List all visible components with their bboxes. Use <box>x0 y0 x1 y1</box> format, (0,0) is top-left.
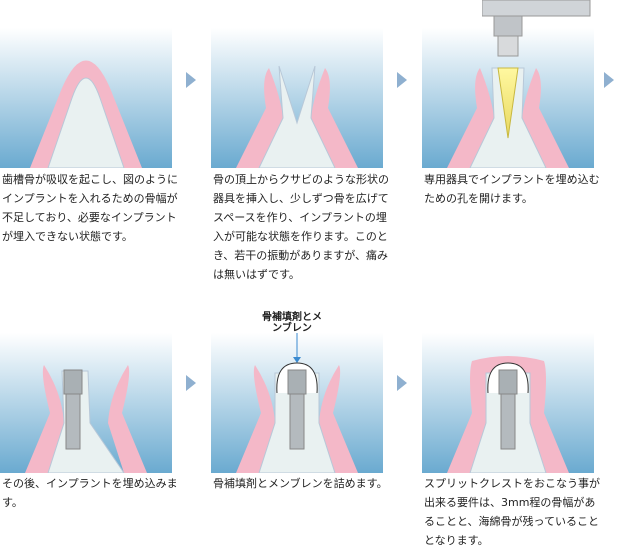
step-5-caption: 骨補填剤とメンブレンを詰めます。 <box>213 477 388 490</box>
step-6-illustration <box>422 333 594 473</box>
next-arrow-icon <box>186 72 196 88</box>
next-arrow-icon <box>397 72 407 88</box>
next-arrow-icon <box>186 375 196 391</box>
step-1-illustration <box>0 28 172 168</box>
step-3-illustration <box>422 28 594 168</box>
step-5-illustration <box>211 333 383 473</box>
drill-tool-icon <box>482 0 592 60</box>
next-arrow-icon <box>604 72 614 88</box>
next-arrow-icon <box>397 375 407 391</box>
step-2-illustration <box>211 28 383 168</box>
step-4-caption: その後、インプラントを埋め込みます。 <box>2 477 178 509</box>
step-6-caption: スプリットクレストをおこなう事が出来る要件は、3mm程の骨幅があることと、海綿骨… <box>424 477 600 547</box>
step-2-caption: 骨の頂上からクサビのような形状の器具を挿入し、少しずつ骨を広げてスペースを作り、… <box>213 173 389 281</box>
step-3-caption: 専用器具でインプラントを埋め込むための孔を開けます。 <box>424 173 600 205</box>
step-1-caption: 歯槽骨が吸収を起こし、図のようにインプラントを入れるための骨幅が不足しており、必… <box>2 173 178 243</box>
bone-graft-membrane-label: 骨補填剤とメンブレン <box>262 312 322 334</box>
step-4-illustration <box>0 333 172 473</box>
